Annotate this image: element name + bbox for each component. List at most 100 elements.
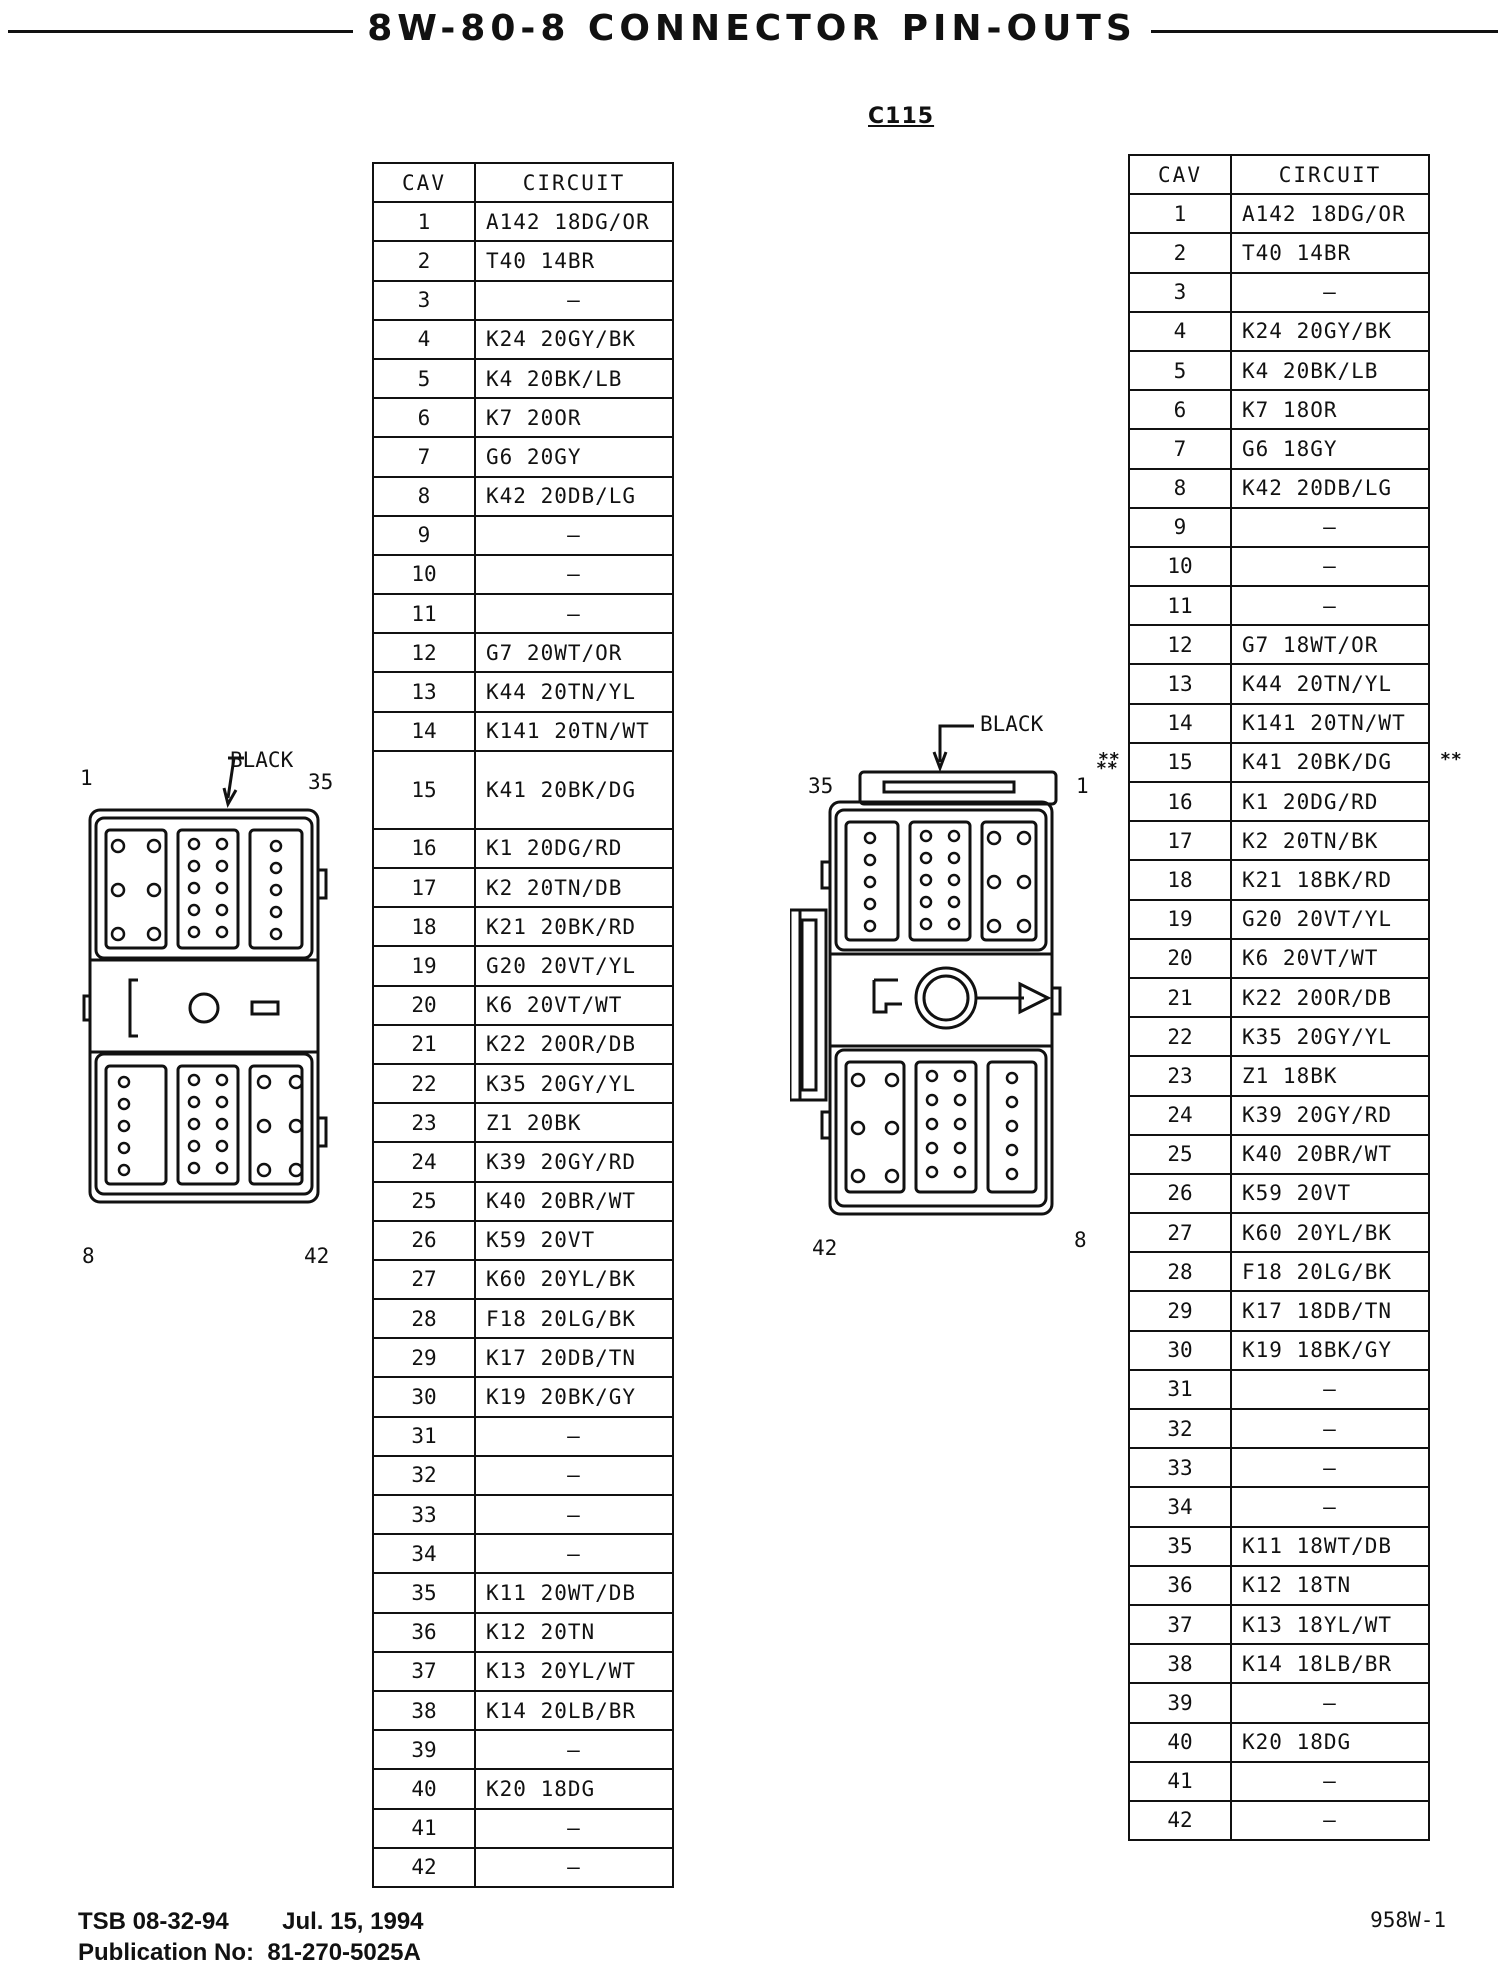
right-cav-cell: 18 [1128, 859, 1232, 901]
right-cav-cell: 24 [1128, 1094, 1232, 1136]
left-cav-cell: 40 [372, 1768, 476, 1810]
left-cav-cell: 3 [372, 279, 476, 321]
right-circuit-cell: F18 20LG/BK [1230, 1251, 1430, 1293]
right-cav-cell: 11 [1128, 585, 1232, 627]
left-cav-cell: 22 [372, 1062, 476, 1105]
right-circuit-cell: K17 18DB/TN [1230, 1290, 1430, 1332]
left-circuit-cell: G6 20GY [474, 436, 674, 478]
right-circuit-cell: K141 20TN/WT [1230, 702, 1430, 744]
right-table-row: 32— [1128, 1407, 1430, 1450]
left-cav-cell: 10 [372, 553, 476, 596]
left-circuit-cell: K11 20WT/DB [474, 1572, 674, 1614]
page-title-row: 8W-80-8 CONNECTOR PIN-OUTS [0, 8, 1504, 52]
left-cav-cell: 1 [372, 201, 476, 243]
left-cav-cell: 34 [372, 1533, 476, 1575]
right-table-row: 41— [1128, 1760, 1430, 1802]
footer-tsb-line: TSB 08-32-94 Jul. 15, 1994 [78, 1906, 424, 1937]
left-circuit-cell: K17 20DB/TN [474, 1337, 674, 1379]
right-table-row: 3— [1128, 271, 1430, 313]
right-table-row: 11— [1128, 585, 1430, 627]
right-note-marker-diagram: ** [1096, 758, 1118, 779]
left-cav-cell: 38 [372, 1689, 476, 1732]
right-corner-top-right: 1 [1076, 774, 1089, 798]
left-cav-cell: 21 [372, 1023, 476, 1065]
right-cav-cell: 4 [1128, 310, 1232, 352]
left-circuit-cell: K59 20VT [474, 1219, 674, 1261]
right-circuit-cell: K11 18WT/DB [1230, 1525, 1430, 1567]
right-cav-cell: 14 [1128, 702, 1232, 744]
right-circuit-cell: K19 18BK/GY [1230, 1329, 1430, 1371]
right-cav-cell: 1 [1128, 193, 1232, 235]
right-table-row: 10— [1128, 545, 1430, 588]
left-cav-cell: 2 [372, 240, 476, 282]
right-circuit-cell: K2 20TN/BK [1230, 820, 1430, 862]
right-cav-cell: 13 [1128, 663, 1232, 705]
right-cav-cell: 2 [1128, 232, 1232, 274]
left-corner-top-left: 1 [80, 766, 93, 790]
left-cav-cell: 23 [372, 1102, 476, 1144]
right-cav-cell: 32 [1128, 1407, 1232, 1450]
left-circuit-cell: K4 20BK/LB [474, 357, 674, 400]
right-cav-cell: 34 [1128, 1486, 1232, 1528]
left-circuit-cell: G20 20VT/YL [474, 945, 674, 987]
left-table-row: 39— [372, 1729, 674, 1771]
left-cav-cell: 41 [372, 1807, 476, 1849]
left-circuit-cell: — [474, 553, 674, 596]
right-circuit-cell: — [1230, 1682, 1430, 1724]
right-circuit-cell: K42 20DB/LG [1230, 467, 1430, 509]
right-cav-cell: 33 [1128, 1447, 1232, 1489]
right-circuit-cell: Z1 18BK [1230, 1055, 1430, 1097]
right-cav-cell: 6 [1128, 389, 1232, 431]
right-cav-cell: 37 [1128, 1603, 1232, 1646]
left-cav-cell: 30 [372, 1376, 476, 1418]
left-circuit-cell: K44 20TN/YL [474, 671, 674, 713]
left-circuit-header: CIRCUIT [474, 161, 674, 204]
right-cav-cell: 8 [1128, 467, 1232, 509]
right-circuit-cell: — [1230, 585, 1430, 627]
left-cav-cell: 6 [372, 397, 476, 439]
footer-info: TSB 08-32-94 Jul. 15, 1994 Publication N… [78, 1906, 424, 1968]
right-cav-cell: 36 [1128, 1564, 1232, 1606]
right-cav-cell: 16 [1128, 780, 1232, 823]
left-circuit-cell: Z1 20BK [474, 1102, 674, 1144]
right-circuit-cell: K21 18BK/RD [1230, 859, 1430, 901]
left-table-row: 3— [372, 279, 674, 321]
left-cav-cell: 15 [372, 749, 476, 830]
left-circuit-cell: — [474, 514, 674, 556]
left-table-row: 34— [372, 1533, 674, 1575]
left-table-row: 32— [372, 1454, 674, 1497]
left-table-header-row: CAV CIRCUIT [372, 161, 674, 204]
right-cav-header: CAV [1128, 153, 1232, 196]
title-rule-right [1078, 30, 1498, 33]
left-circuit-cell: A142 18DG/OR [474, 201, 674, 243]
page-title: 8W-80-8 CONNECTOR PIN-OUTS [0, 8, 1504, 49]
right-circuit-cell: K6 20VT/WT [1230, 937, 1430, 979]
right-connector-diagram [790, 724, 1062, 1216]
left-circuit-cell: K24 20GY/BK [474, 318, 674, 360]
right-note-marker-left: ** [1098, 748, 1120, 770]
right-circuit-cell: G6 18GY [1230, 428, 1430, 470]
left-cav-cell: 9 [372, 514, 476, 556]
